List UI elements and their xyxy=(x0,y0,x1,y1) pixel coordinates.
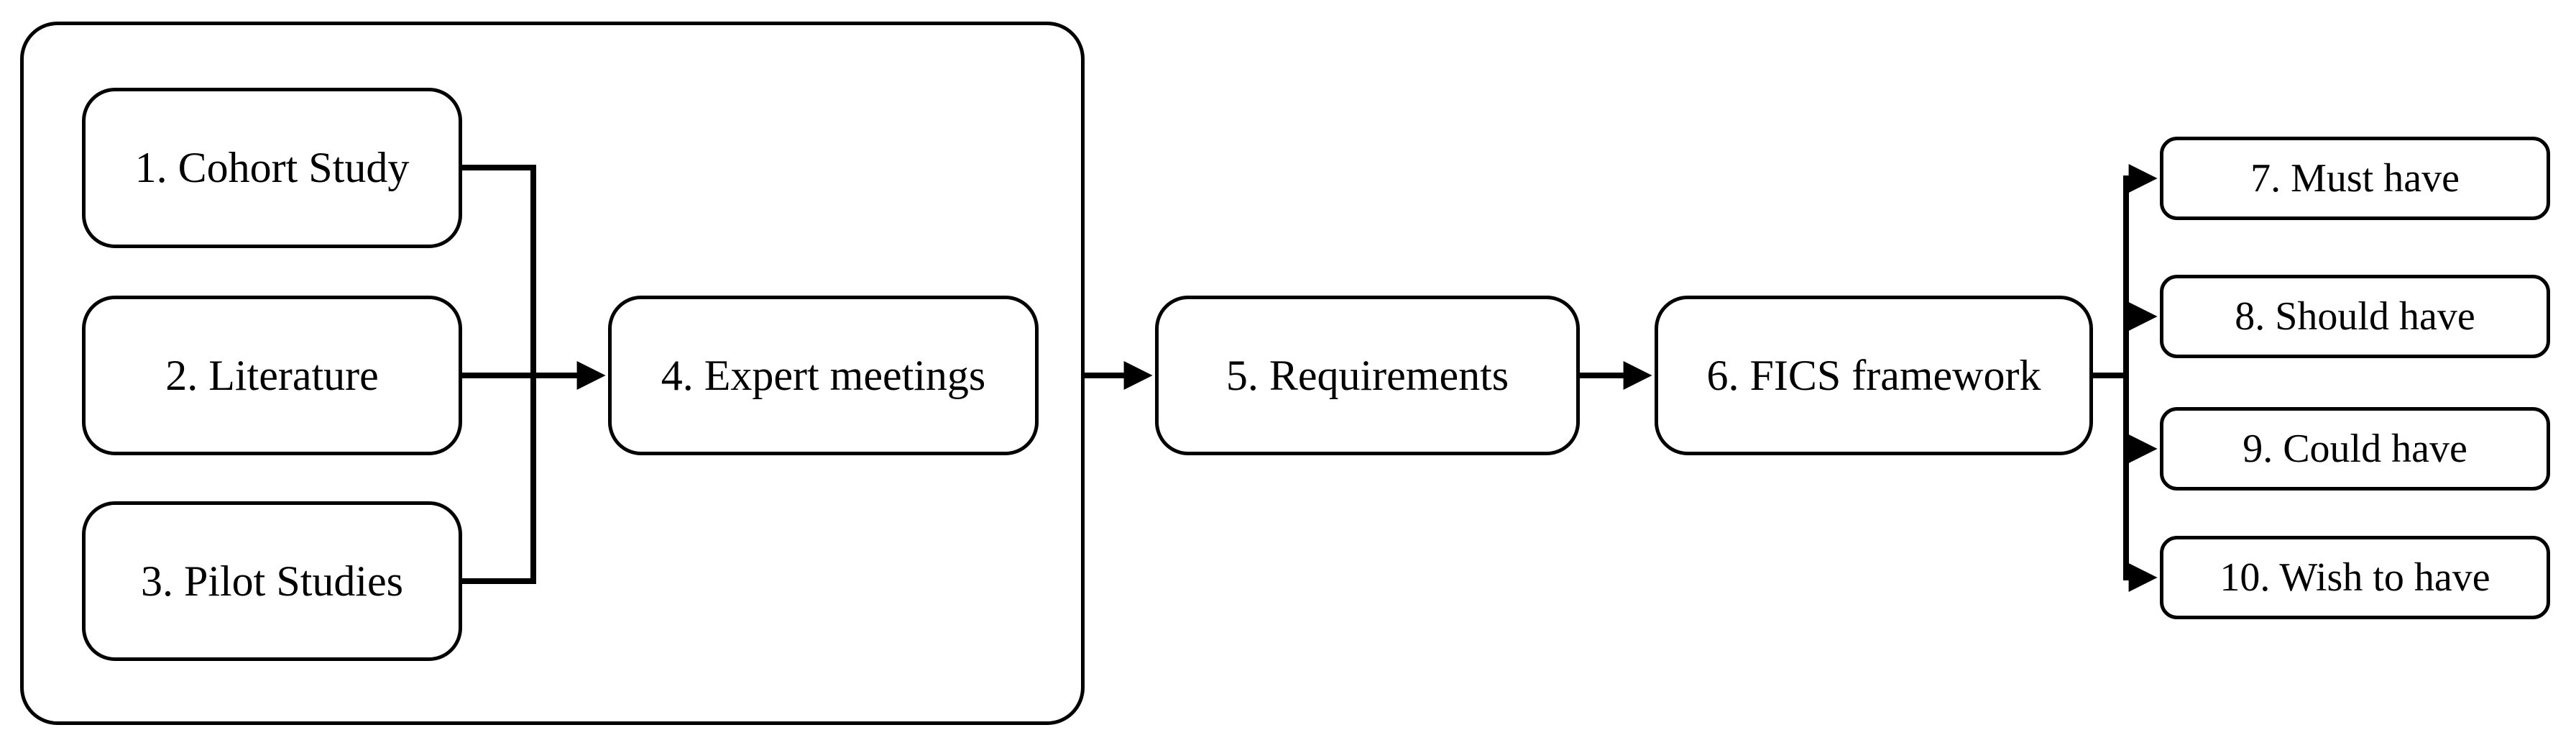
node-must-have: 7. Must have xyxy=(2160,137,2550,220)
node-label: 8. Should have xyxy=(2235,294,2475,339)
node-label: 6. FICS framework xyxy=(1706,351,2041,399)
node-cohort-study: 1. Cohort Study xyxy=(82,88,462,248)
node-label: 7. Must have xyxy=(2250,156,2460,201)
node-label: 3. Pilot Studies xyxy=(140,557,404,605)
node-could-have: 9. Could have xyxy=(2160,407,2550,491)
node-literature: 2. Literature xyxy=(82,296,462,455)
node-requirements: 5. Requirements xyxy=(1155,296,1580,455)
node-label: 5. Requirements xyxy=(1225,351,1509,399)
node-label: 10. Wish to have xyxy=(2220,555,2490,600)
node-fics-framework: 6. FICS framework xyxy=(1655,296,2093,455)
node-wish-to-have: 10. Wish to have xyxy=(2160,536,2550,619)
node-label: 9. Could have xyxy=(2242,427,2467,471)
node-label: 1. Cohort Study xyxy=(134,144,410,191)
node-label: 2. Literature xyxy=(165,351,379,399)
node-should-have: 8. Should have xyxy=(2160,275,2550,358)
node-pilot-studies: 3. Pilot Studies xyxy=(82,501,462,661)
node-label: 4. Expert meetings xyxy=(661,351,986,399)
node-expert-meetings: 4. Expert meetings xyxy=(608,296,1039,455)
inputs-group-container xyxy=(20,22,1085,725)
